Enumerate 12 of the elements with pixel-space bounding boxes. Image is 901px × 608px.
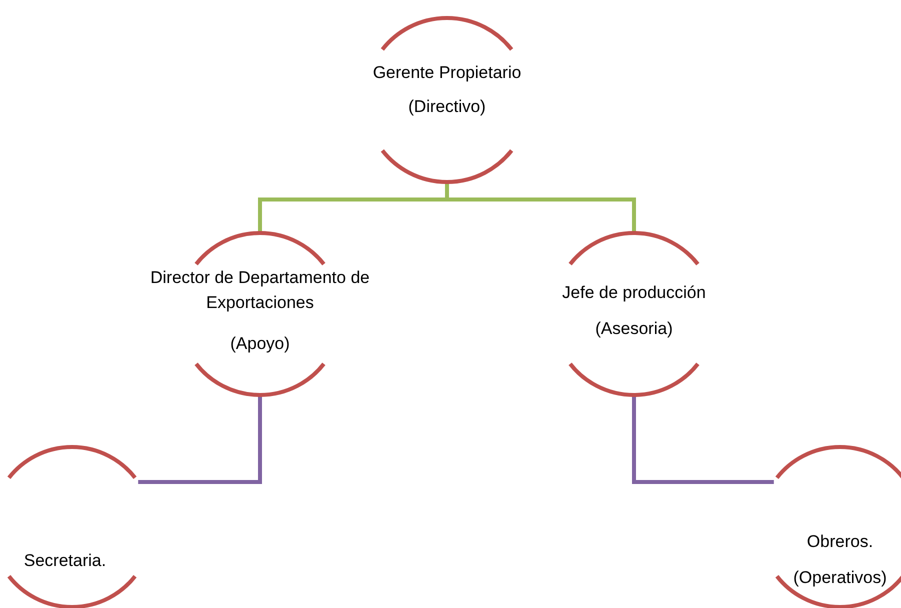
node-title: Secretaria. — [22, 550, 108, 572]
node-subtitle: (Asesoria) — [594, 318, 674, 340]
connector-line — [138, 395, 262, 484]
node-title: Director de Departamento de Exportaciones — [149, 267, 371, 314]
node-subtitle: (Directivo) — [407, 96, 487, 118]
connector-line — [632, 395, 774, 484]
node-title: Obreros. — [806, 531, 874, 553]
node-subtitle: (Apoyo) — [229, 333, 291, 355]
node-subtitle: (Operativos) — [792, 567, 888, 589]
node-title: Gerente Propietario — [372, 62, 522, 84]
node-title: Jefe de producción — [561, 282, 707, 304]
connector-line — [445, 182, 636, 233]
